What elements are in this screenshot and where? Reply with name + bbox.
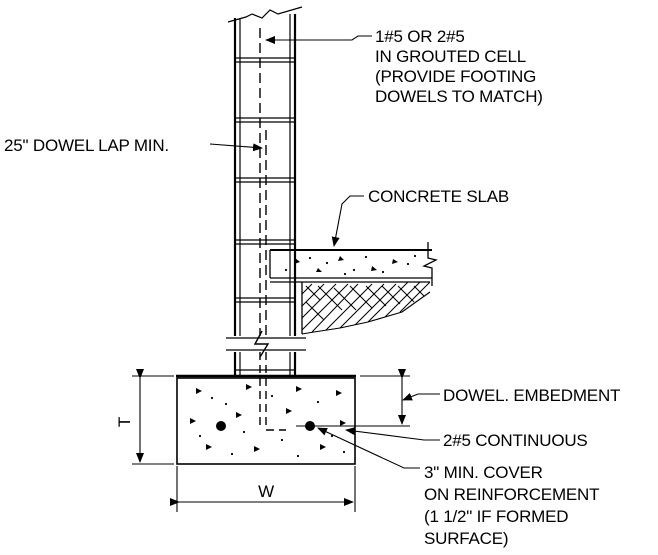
cover-note-line-3: (1 1/2" IF FORMED: [424, 507, 568, 526]
rebar-note: 1#5 OR 2#5 IN GROUTED CELL (PROVIDE FOOT…: [375, 27, 543, 106]
concrete-footing: [176, 374, 356, 465]
cover-note-line-1: 3" MIN. COVER: [424, 463, 543, 482]
mortar-joints: [235, 57, 295, 303]
concrete-slab: [269, 242, 438, 334]
rebar-note-line-2: IN GROUTED CELL: [375, 47, 526, 66]
thickness-dimension-label: T: [115, 417, 134, 427]
rebar-note-line-1: 1#5 OR 2#5: [375, 27, 465, 46]
wall-break-symbol: [226, 330, 306, 358]
leader-lines: [209, 35, 440, 469]
masonry-wall: [226, 6, 306, 376]
compacted-soil: [301, 282, 431, 335]
slab-label: CONCRETE SLAB: [368, 187, 509, 206]
dimension-width: [170, 466, 356, 512]
cover-note-line-4: SURFACE): [424, 529, 508, 548]
rebar-bar-left: [216, 421, 226, 431]
rebar-note-line-3: (PROVIDE FOOTING: [375, 67, 536, 86]
embedment-label: DOWEL. EMBEDMENT: [443, 386, 620, 405]
rebar-note-line-4: DOWELS TO MATCH): [375, 87, 543, 106]
dimension-embedment: [296, 369, 410, 427]
dimension-thickness: [132, 369, 174, 465]
cover-note: 3" MIN. COVER ON REINFORCEMENT (1 1/2" I…: [424, 463, 600, 548]
width-dimension-label: W: [258, 482, 274, 501]
cover-note-line-2: ON REINFORCEMENT: [424, 485, 599, 504]
dowel-lap-label: 25" DOWEL LAP MIN.: [4, 136, 169, 155]
continuous-bar-label: 2#5 CONTINUOUS: [443, 431, 588, 450]
